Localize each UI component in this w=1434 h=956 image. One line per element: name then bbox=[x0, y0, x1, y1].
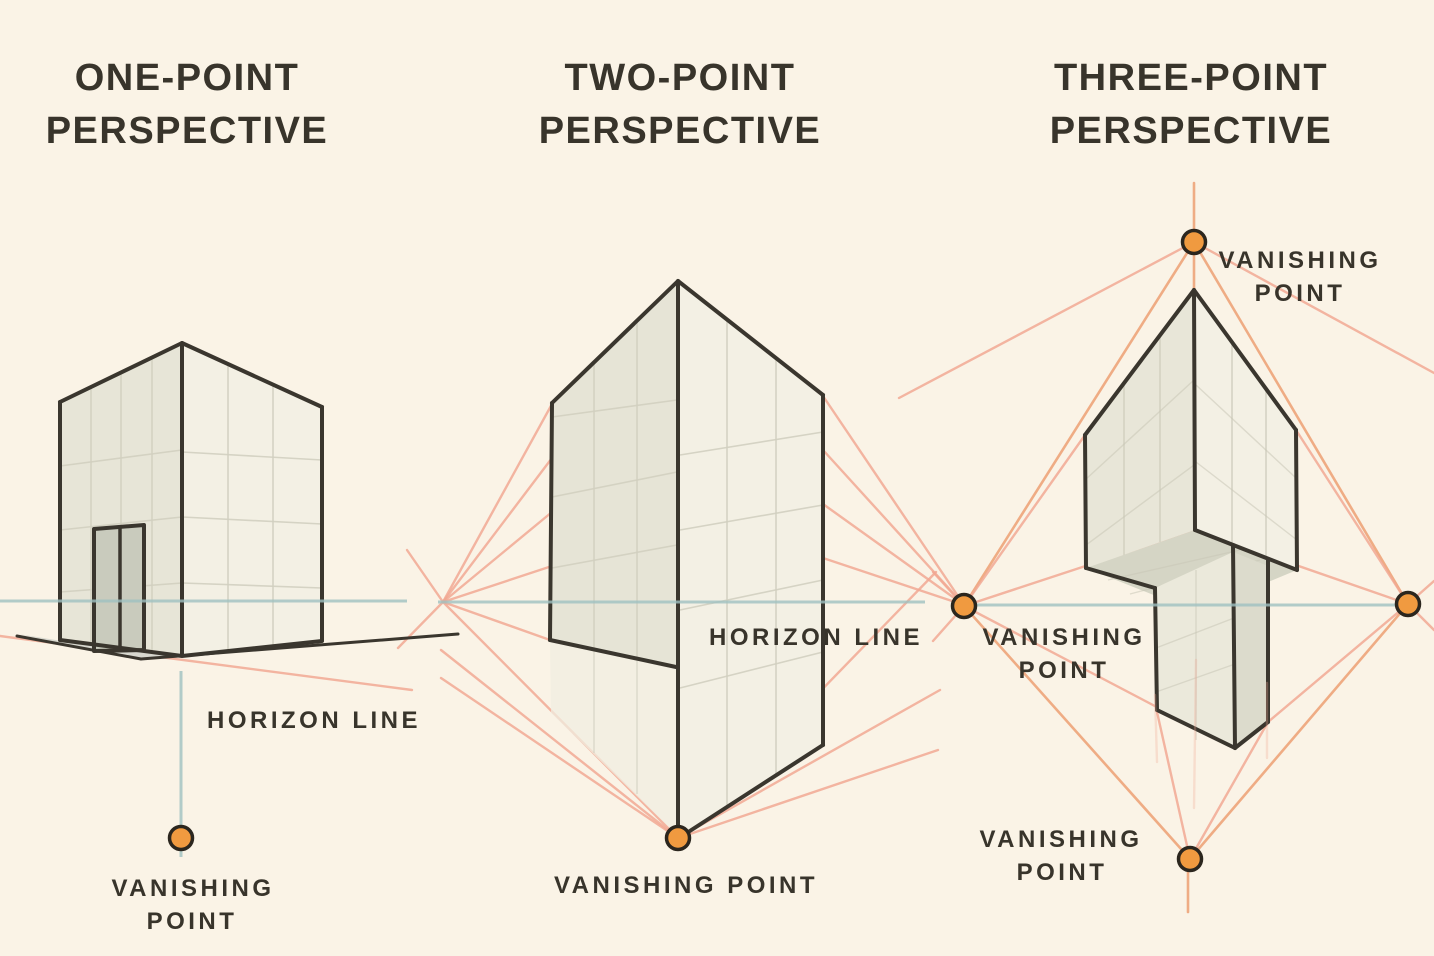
vanishing-point-dot-three-point-left bbox=[950, 592, 978, 620]
vanishing-point-dot-two-point bbox=[664, 824, 692, 852]
three-point-top-vanishing-label-line1: VANISHING bbox=[1218, 247, 1381, 274]
building-bottom-edges bbox=[58, 638, 324, 658]
one-point-vanishing-label-line1: VANISHING bbox=[111, 875, 274, 902]
vanishing-point-dot-three-point-top bbox=[1180, 228, 1208, 256]
column-right-face bbox=[1233, 552, 1268, 748]
three-point-bottom-vanishing-label-line2: POINT bbox=[1017, 859, 1108, 886]
over-column-rays bbox=[1153, 658, 1269, 810]
two-point-title-line1: TWO-POINT bbox=[565, 57, 796, 99]
building-left-edge bbox=[1083, 433, 1088, 570]
vanishing-point-dot-one-point bbox=[167, 824, 195, 852]
building-bottom-right-edge bbox=[677, 743, 825, 840]
one-point-horizon-label: HORIZON LINE bbox=[207, 707, 421, 734]
column-grid bbox=[1155, 570, 1236, 740]
building-left-face-ghost bbox=[550, 640, 678, 836]
three-point-building bbox=[1083, 288, 1299, 810]
ground-slab-edge-left bbox=[15, 634, 143, 661]
two-point-vanishing-label: VANISHING POINT bbox=[554, 872, 818, 899]
one-point-panel bbox=[0, 341, 460, 692]
building-front-edge bbox=[1192, 288, 1197, 532]
three-point-top-vanishing-label-line2: POINT bbox=[1255, 280, 1346, 307]
building-right-face bbox=[678, 281, 823, 837]
column-front-face bbox=[1155, 552, 1235, 748]
door bbox=[92, 523, 146, 653]
one-point-title-line1: ONE-POINT bbox=[75, 57, 300, 99]
building-right-edge bbox=[1294, 428, 1299, 572]
one-point-vanishing-label-line2: POINT bbox=[147, 908, 238, 935]
underside-left-edge bbox=[1084, 566, 1157, 590]
building-bottom-left-edge bbox=[548, 638, 678, 669]
vanishing-point-dot-three-point-right bbox=[1394, 590, 1422, 618]
building-right-face bbox=[182, 343, 322, 655]
titles: ONE-POINT PERSPECTIVE TWO-POINT PERSPECT… bbox=[46, 57, 1333, 152]
two-point-title-line2: PERSPECTIVE bbox=[539, 110, 822, 152]
column-left-edge bbox=[1153, 586, 1159, 712]
column-bottom-right-edge bbox=[1233, 720, 1270, 750]
three-point-left-vanishing-label-line2: POINT bbox=[1019, 657, 1110, 684]
building-left-face bbox=[550, 281, 678, 667]
column-bottom-left-edge bbox=[1155, 708, 1237, 750]
column-front-edge bbox=[1231, 543, 1237, 750]
one-point-title-line2: PERSPECTIVE bbox=[46, 110, 329, 152]
vanishing-points bbox=[167, 228, 1422, 873]
facade-grid bbox=[551, 319, 824, 806]
three-point-left-vanishing-label-line1: VANISHING bbox=[982, 624, 1145, 651]
three-point-bottom-vanishing-label-line1: VANISHING bbox=[979, 826, 1142, 853]
annotations: HORIZON LINE VANISHING POINT HORIZON LIN… bbox=[111, 247, 1381, 935]
three-point-title-line1: THREE-POINT bbox=[1054, 57, 1328, 99]
underside-right-edge bbox=[1193, 528, 1299, 572]
facade-grid bbox=[59, 358, 323, 651]
building-right-face bbox=[1194, 290, 1297, 570]
three-point-title-line2: PERSPECTIVE bbox=[1050, 110, 1333, 152]
two-point-horizon-label: HORIZON LINE bbox=[709, 624, 923, 651]
two-point-building bbox=[548, 279, 825, 840]
building-left-edge bbox=[548, 401, 554, 642]
vanishing-point-dot-three-point-bottom bbox=[1176, 845, 1204, 873]
one-point-building bbox=[58, 341, 324, 658]
